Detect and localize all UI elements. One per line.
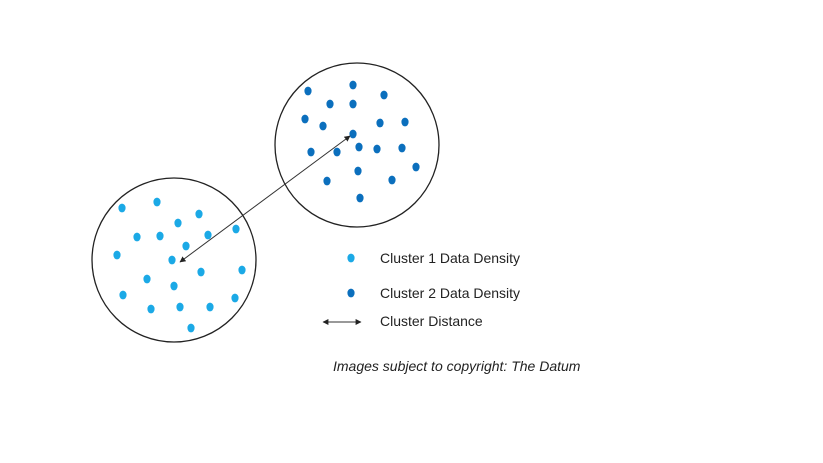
cluster-2-point-8 — [349, 129, 357, 139]
cluster-1-point-10 — [113, 250, 121, 260]
cluster-1-point-6 — [156, 231, 164, 241]
cluster-2-point-20 — [356, 193, 364, 203]
cluster-1-point-2 — [153, 197, 161, 207]
cluster-2-point-17 — [354, 166, 362, 176]
cluster-1-point-8 — [232, 224, 240, 234]
legend: Cluster 1 Data Density Cluster 2 Data De… — [322, 250, 520, 329]
cluster-1-point-14 — [238, 265, 246, 275]
cluster-1-point-5 — [133, 232, 141, 242]
legend-cluster-1-label: Cluster 1 Data Density — [380, 250, 520, 266]
cluster-1-point-13 — [197, 267, 205, 277]
cluster-1-point-18 — [176, 302, 184, 312]
legend-cluster-2-marker — [347, 288, 355, 298]
cluster-1-point-20 — [231, 293, 239, 303]
cluster-2-point-19 — [388, 175, 396, 185]
cluster-2-point-11 — [307, 147, 315, 157]
cluster-1-point-3 — [195, 209, 203, 219]
cluster-2-point-6 — [301, 114, 309, 124]
cluster-1-point-4 — [174, 218, 182, 228]
cluster-2-point-3 — [380, 90, 388, 100]
cluster-1-point-12 — [143, 274, 151, 284]
cluster-2-point-4 — [326, 99, 334, 109]
copyright-caption: Images subject to copyright: The Datum — [333, 358, 581, 374]
cluster-2-point-16 — [412, 162, 420, 172]
legend-cluster-1-marker — [347, 253, 355, 263]
cluster-2-point-12 — [333, 147, 341, 157]
cluster-2-point-2 — [349, 80, 357, 90]
cluster-2-point-14 — [373, 144, 381, 154]
cluster-1-points — [113, 197, 246, 333]
cluster-2-point-9 — [376, 118, 384, 128]
cluster-2-point-18 — [323, 176, 331, 186]
cluster-1-point-15 — [119, 290, 127, 300]
cluster-2-point-13 — [355, 142, 363, 152]
cluster-1-point-16 — [170, 281, 178, 291]
legend-cluster-2-label: Cluster 2 Data Density — [380, 285, 520, 301]
cluster-distance-arrow — [179, 135, 351, 263]
cluster-2-points — [301, 80, 420, 203]
cluster-1-point-1 — [118, 203, 126, 213]
cluster-2-point-10 — [401, 117, 409, 127]
cluster-1-point-9 — [182, 241, 190, 251]
cluster-2-point-5 — [349, 99, 357, 109]
cluster-2-point-15 — [398, 143, 406, 153]
cluster-1-point-17 — [147, 304, 155, 314]
legend-distance-label: Cluster Distance — [380, 313, 483, 329]
cluster-2-point-7 — [319, 121, 327, 131]
cluster-2-point-1 — [304, 86, 312, 96]
cluster-1-point-11 — [168, 255, 176, 265]
cluster-1-point-21 — [187, 323, 195, 333]
cluster-1-point-19 — [206, 302, 214, 312]
cluster-1-point-7 — [204, 230, 212, 240]
